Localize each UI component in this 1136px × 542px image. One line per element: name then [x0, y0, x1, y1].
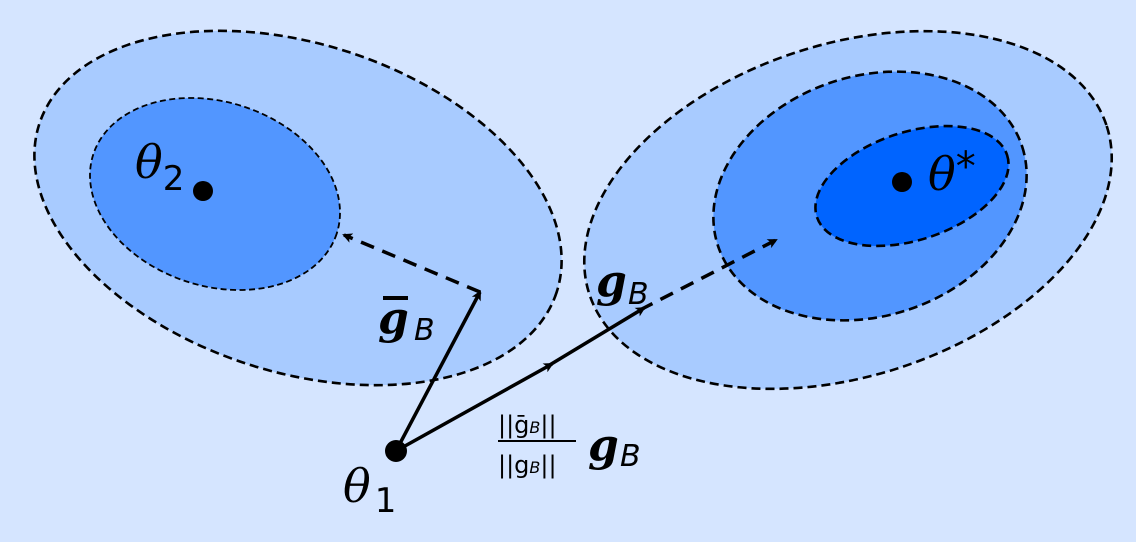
svg-text:B: B: [620, 439, 641, 474]
g-bar-B-label: g B: [378, 293, 435, 348]
dashed-arrow-to-theta2: [342, 233, 481, 294]
svg-text:||gB||: ||gB||: [498, 451, 557, 479]
left-inner-contour: [89, 97, 341, 291]
svg-text:g: g: [596, 256, 627, 307]
theta2-label: θ2: [135, 135, 184, 199]
svg-text:B: B: [628, 277, 649, 312]
arrow-scaled-g-B-first: [395, 362, 554, 453]
g-B-label: g B: [596, 256, 649, 312]
theta2-point: [193, 181, 213, 201]
theta-star-point: [892, 172, 912, 192]
theta-star-label: θ*: [928, 144, 976, 201]
right-inner-contour: [814, 124, 1010, 248]
theta1-point: [385, 440, 407, 462]
svg-text:g: g: [378, 293, 409, 344]
svg-text:g: g: [588, 420, 619, 471]
dashed-arrow-to-theta-star: [639, 238, 778, 312]
right-basin: [582, 29, 1114, 391]
scaled-g-B-label: ||ḡB|| ||gB|| g B: [498, 411, 641, 479]
svg-text:||ḡB||: ||ḡB||: [498, 411, 557, 439]
arrow-scaled-g-B-second: [547, 306, 646, 368]
left-basin: [33, 29, 563, 387]
svg-text:B: B: [414, 313, 435, 348]
arrow-g-bar-B: [394, 290, 482, 452]
